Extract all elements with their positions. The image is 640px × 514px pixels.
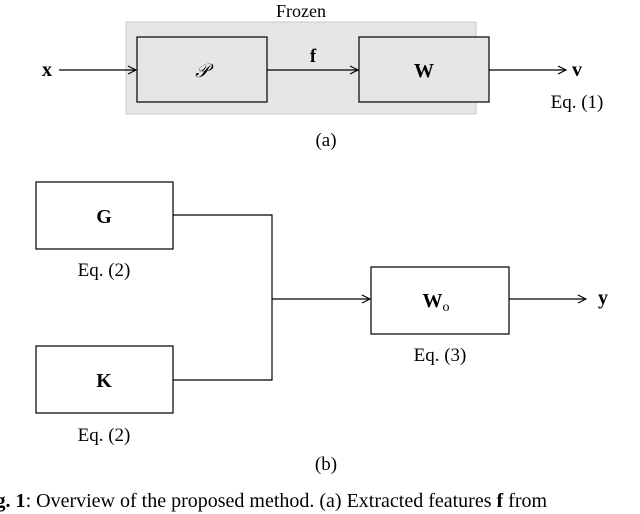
frozen-label: Frozen xyxy=(276,1,326,21)
figure-caption-end: from xyxy=(503,490,548,512)
figure-caption-text: : Overview of the proposed method. (a) E… xyxy=(25,490,497,512)
output-v-label: v xyxy=(572,59,582,81)
subcaption-a: (a) xyxy=(315,130,336,151)
connector-g xyxy=(173,214,273,298)
eq-2-k-label: Eq. (2) xyxy=(78,425,131,446)
block-g xyxy=(35,181,174,250)
block-w xyxy=(358,36,490,103)
figure-caption-label: ig. 1 xyxy=(0,490,26,512)
input-x-label: x xyxy=(42,59,52,81)
eq-2-g-label: Eq. (2) xyxy=(78,260,131,281)
block-p xyxy=(136,36,268,103)
figure-caption-bold-f: f xyxy=(496,490,504,512)
output-y-label: y xyxy=(598,287,608,309)
block-wo-label: Wo xyxy=(423,290,450,315)
eq-1-label: Eq. (1) xyxy=(551,92,604,113)
block-wo xyxy=(370,266,510,335)
subcaption-b: (b) xyxy=(315,454,337,475)
block-w-label: W xyxy=(414,60,434,82)
connector-k xyxy=(173,298,273,381)
feature-f-label: f xyxy=(310,46,317,67)
block-g-label: G xyxy=(96,206,112,228)
figure-caption: ig. 1: Overview of the proposed method. … xyxy=(0,490,640,513)
block-k-label: K xyxy=(96,370,112,392)
eq-3-label: Eq. (3) xyxy=(414,345,467,366)
block-k xyxy=(35,345,174,414)
block-wo-main: W xyxy=(423,290,443,312)
block-wo-subscript: o xyxy=(443,300,450,315)
